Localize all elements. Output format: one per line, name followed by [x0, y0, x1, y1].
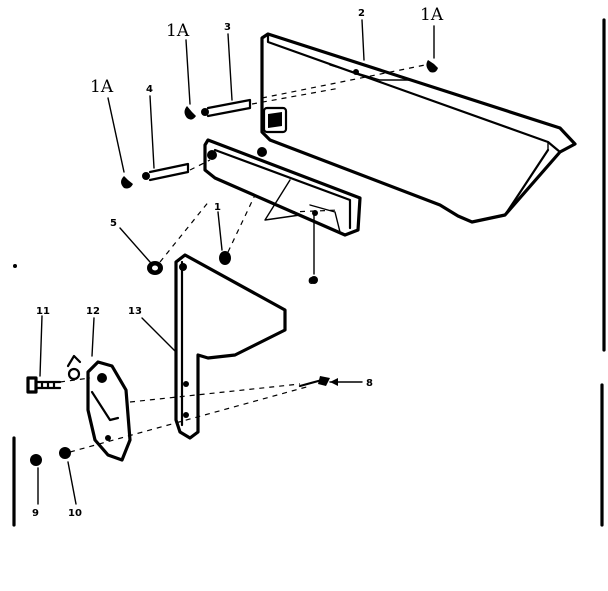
callout-11: 11 [36, 306, 50, 317]
assembly-lines [59, 63, 431, 453]
callout-2: 2 [358, 8, 365, 19]
callout-8: 8 [366, 378, 373, 389]
callout-13: 13 [128, 306, 142, 317]
callout-labels: 1A 3 2 1A 1A 4 5 1 6 11 12 13 8 9 10 [32, 5, 444, 519]
callout-10: 10 [68, 508, 82, 519]
leader-lines [37, 19, 435, 505]
callout-4: 4 [146, 84, 153, 95]
callout-1: 1 [214, 202, 221, 213]
callout-9: 9 [32, 508, 39, 519]
callout-1a-top: 1A [166, 21, 190, 41]
part-6-bracket [203, 138, 362, 284]
hardware [30, 60, 438, 466]
callout-3: 3 [224, 22, 231, 33]
frame-marks [12, 18, 606, 527]
callout-5: 5 [110, 218, 117, 229]
part-12-latch [66, 354, 132, 462]
callout-12: 12 [86, 306, 100, 317]
callout-6: 6 [308, 276, 315, 287]
part-13-plate [174, 253, 287, 440]
part-2-cover [260, 32, 577, 224]
part-11-screw [26, 376, 62, 394]
callout-1a-right: 1A [420, 5, 444, 25]
callout-1a-left: 1A [90, 77, 114, 97]
